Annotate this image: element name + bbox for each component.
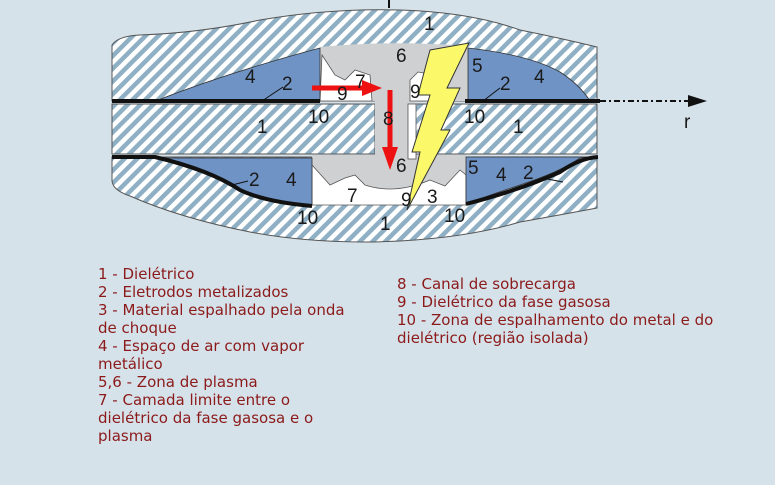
r-axis-arrow-icon bbox=[688, 95, 707, 107]
legend-item: 10 - Zona de espalhamento do metal e do … bbox=[397, 311, 714, 347]
label-4: 4 bbox=[496, 165, 507, 186]
label-2: 2 bbox=[500, 74, 511, 95]
red-arrow-vertical-head-icon bbox=[382, 147, 398, 170]
label-1: 1 bbox=[513, 117, 524, 138]
air-gap-4-top-left bbox=[157, 47, 321, 102]
electrode-bottom-right bbox=[465, 155, 599, 206]
label-2: 2 bbox=[523, 163, 534, 184]
r-axis-label: r bbox=[684, 112, 691, 133]
label-10: 10 bbox=[308, 107, 329, 128]
air-gap-4-top-right bbox=[467, 47, 591, 102]
legend-item: 5,6 - Zona de plasma bbox=[98, 373, 258, 391]
label-7: 7 bbox=[355, 72, 366, 93]
label-10: 10 bbox=[444, 206, 465, 227]
label-5: 5 bbox=[472, 56, 483, 77]
legend-item: 7 - Camada limite entre o dielétrico da … bbox=[98, 391, 314, 445]
label-9: 9 bbox=[410, 82, 421, 103]
label-10: 10 bbox=[297, 208, 318, 229]
channel-inner-right bbox=[407, 103, 417, 160]
label-5: 5 bbox=[468, 158, 479, 179]
label-4: 4 bbox=[286, 170, 297, 191]
label-2: 2 bbox=[249, 170, 260, 191]
label-3: 3 bbox=[427, 187, 438, 208]
leader-line bbox=[261, 86, 284, 102]
leader-line bbox=[231, 180, 249, 186]
label-4: 4 bbox=[534, 67, 545, 88]
label-6: 6 bbox=[396, 46, 407, 67]
leader-line bbox=[541, 177, 564, 183]
legend-item: 8 - Canal de sobrecarga bbox=[397, 275, 576, 293]
electrode-bottom-left bbox=[112, 155, 313, 208]
label-9: 9 bbox=[337, 84, 348, 105]
label-10: 10 bbox=[464, 107, 485, 128]
legend-item: 2 - Eletrodos metalizados bbox=[98, 283, 289, 301]
label-1: 1 bbox=[380, 214, 391, 235]
legend-left: 1 - Dielétrico 2 - Eletrodos metalizados… bbox=[98, 265, 358, 445]
label-9: 9 bbox=[401, 190, 412, 211]
gas-dielectric-9-bottom bbox=[311, 163, 467, 206]
label-1: 1 bbox=[424, 14, 435, 35]
dielectric-middle-left bbox=[111, 103, 376, 155]
label-1: 1 bbox=[257, 117, 268, 138]
label-7: 7 bbox=[347, 186, 358, 207]
capacitor-self-healing-diagram: r 1 6 4 2 7 9 10 1 8 9 5 2 4 10 1 2 4 6 … bbox=[111, 0, 707, 243]
label-6: 6 bbox=[396, 156, 407, 177]
legend-item: 3 - Material espalhado pela onda de choq… bbox=[98, 301, 345, 337]
legend-right: 8 - Canal de sobrecarga 9 - Dielétrico d… bbox=[397, 275, 737, 347]
lightning-bolt-icon bbox=[406, 42, 470, 211]
label-2: 2 bbox=[282, 74, 293, 95]
legend-item: 1 - Dielétrico bbox=[98, 265, 195, 283]
legend-item: 4 - Espaço de ar com vapor metálico bbox=[98, 337, 305, 373]
label-4: 4 bbox=[245, 67, 256, 88]
legend-item: 9 - Dielétrico da fase gasosa bbox=[397, 293, 611, 311]
label-8: 8 bbox=[383, 109, 394, 130]
leader-line bbox=[482, 87, 501, 102]
red-arrow-horizontal-head-icon bbox=[362, 80, 382, 96]
